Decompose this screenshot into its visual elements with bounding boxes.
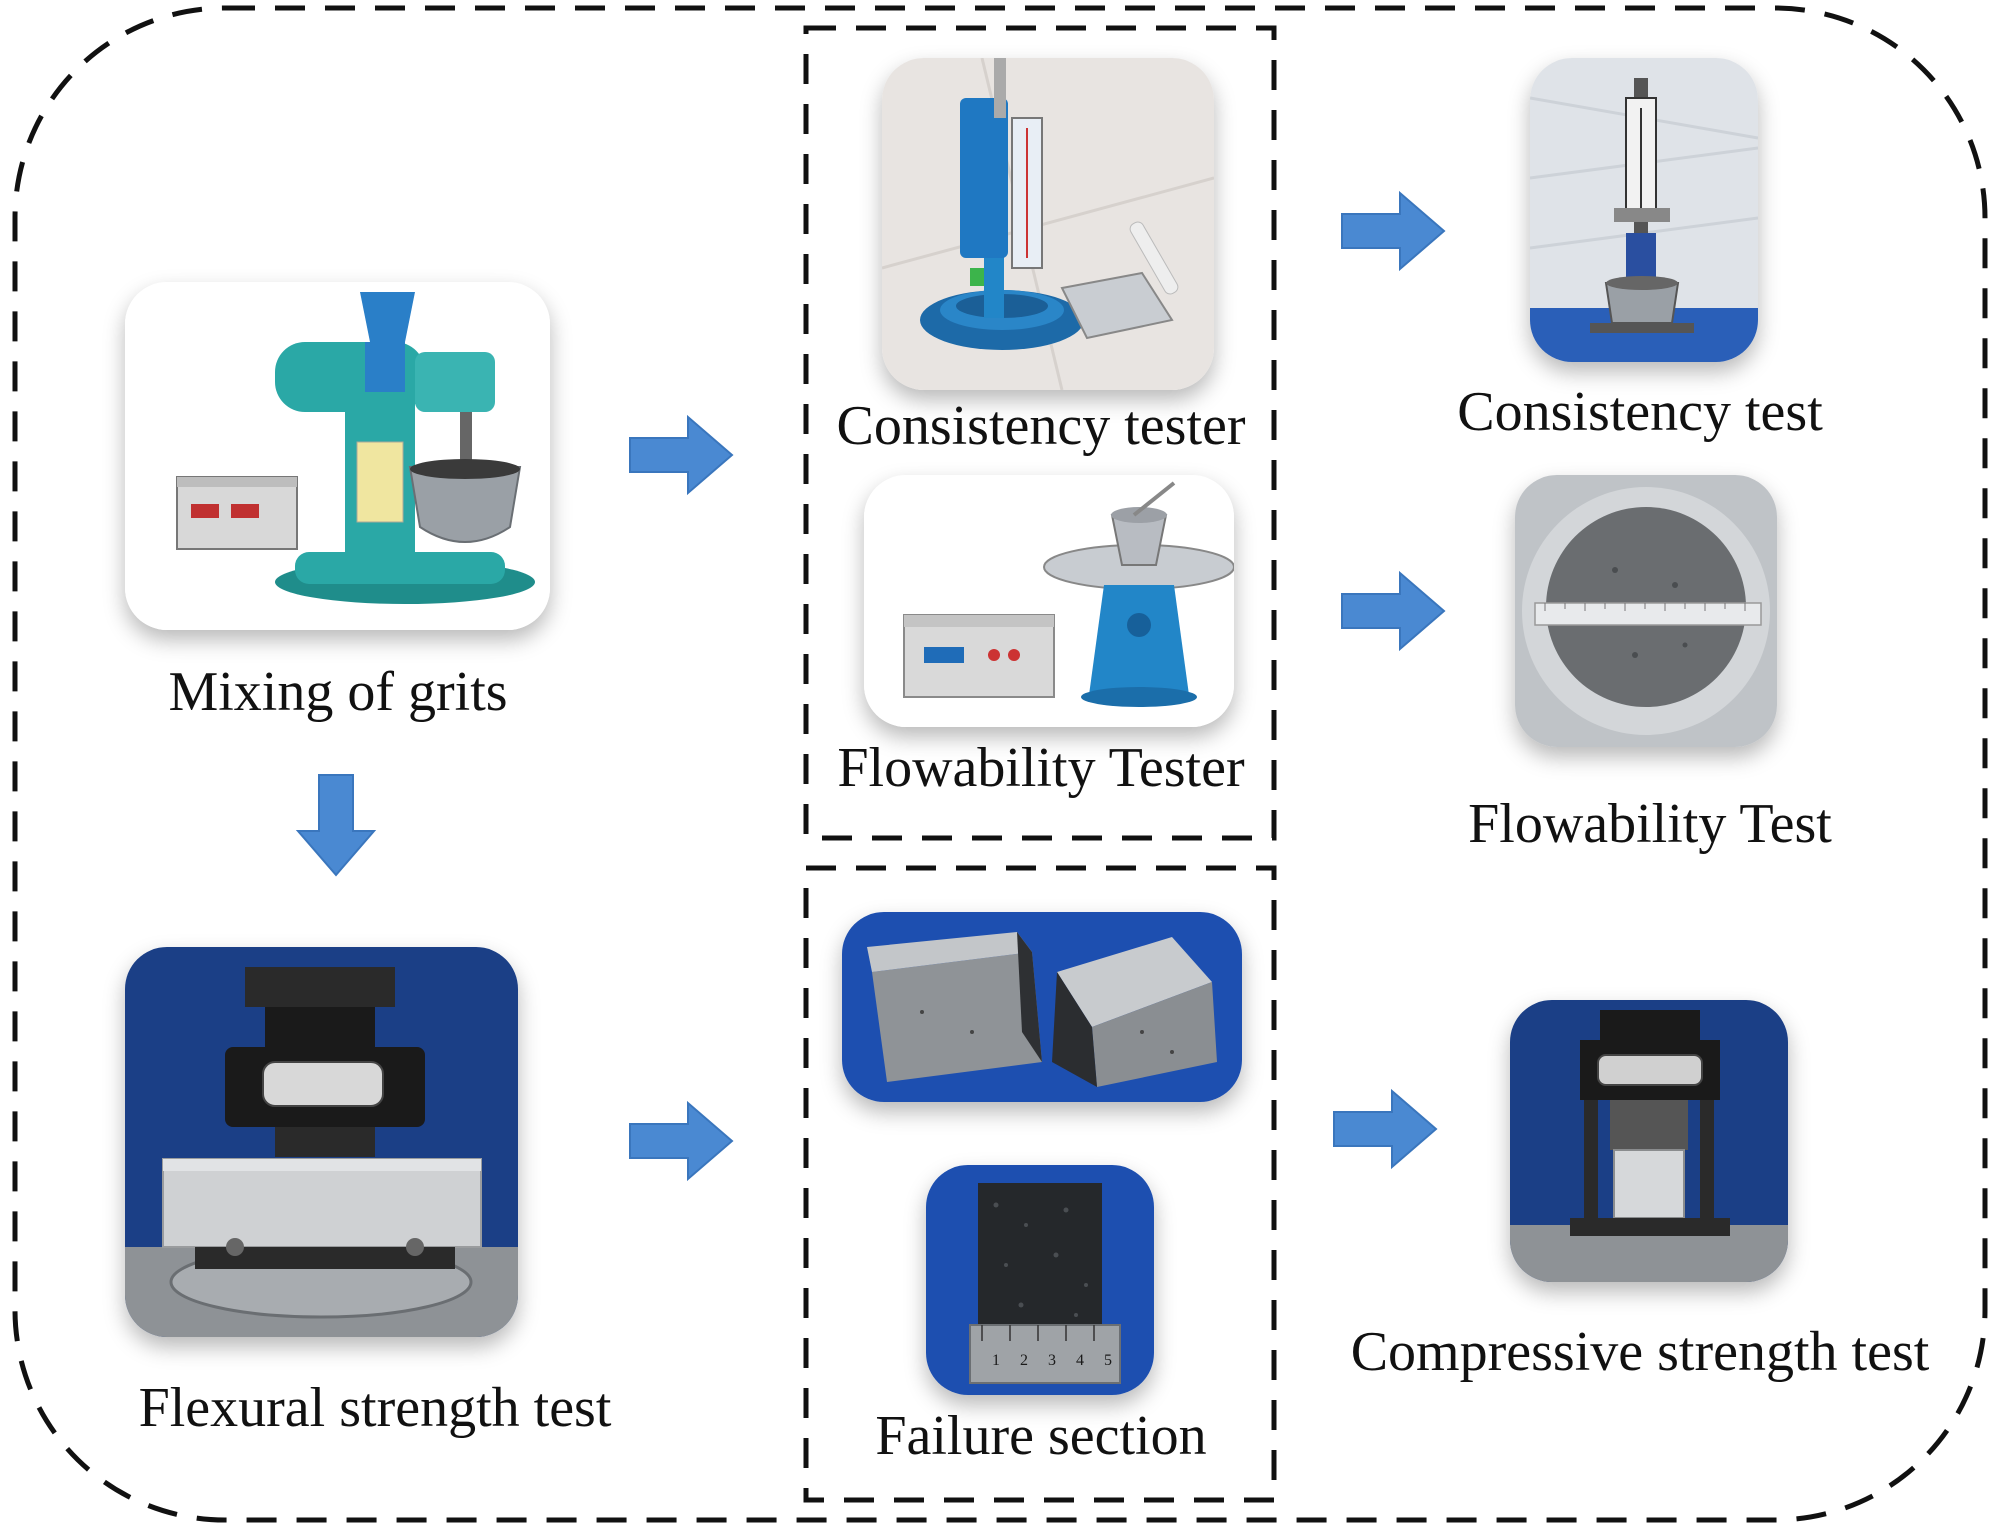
failure-cross-section-photo: 1 2 3 4 5 [926, 1165, 1154, 1395]
ruler-tick-2: 2 [1020, 1352, 1028, 1369]
label-failure-section: Failure section [875, 1405, 1207, 1467]
arrow-flowability [1341, 570, 1446, 652]
flexural-press-icon [125, 947, 518, 1337]
cross-section-icon: 1 2 3 4 5 [926, 1165, 1154, 1395]
flow-table-icon [864, 475, 1234, 727]
label-flexural-strength-test: Flexural strength test [138, 1377, 612, 1439]
mixer-photo [125, 282, 550, 630]
mortar-mixer-icon [125, 282, 550, 630]
arrow-failure-to-compressive [1333, 1088, 1438, 1170]
outer-dashed-frame [12, 5, 1988, 1523]
label-mixing-of-grits: Mixing of grits [168, 661, 508, 723]
label-consistency-tester: Consistency tester [836, 395, 1246, 457]
ruler-tick-labels: 1 2 3 4 5 [992, 1352, 1112, 1369]
arrow-mix-to-flexural [295, 774, 377, 877]
compression-press-icon [1510, 1000, 1788, 1282]
arrow-flexural-to-failure [629, 1100, 734, 1182]
broken-prism-icon [842, 912, 1242, 1102]
vicat-apparatus-icon [882, 58, 1214, 390]
flowability-test-photo [1515, 475, 1777, 747]
tester-group-frame [803, 25, 1277, 841]
label-flowability-test: Flowability Test [1468, 793, 1832, 855]
ruler-tick-3: 3 [1048, 1352, 1056, 1369]
ruler-tick-4: 4 [1076, 1352, 1084, 1369]
label-consistency-test: Consistency test [1457, 381, 1823, 443]
label-compressive-strength-test: Compressive strength test [1350, 1321, 1930, 1383]
mortar-spread-icon [1515, 475, 1777, 747]
vicat-test-icon [1530, 58, 1758, 362]
compressive-test-photo [1510, 1000, 1788, 1282]
ruler-tick-1: 1 [992, 1352, 1000, 1369]
consistency-tester-photo [882, 58, 1214, 390]
ruler-tick-5: 5 [1104, 1352, 1112, 1369]
broken-prism-photo [842, 912, 1242, 1102]
flexural-test-photo [125, 947, 518, 1337]
flowability-tester-photo [864, 475, 1234, 727]
consistency-test-photo [1530, 58, 1758, 362]
arrow-consistency [1341, 190, 1446, 272]
arrow-mix-to-testers [629, 414, 734, 496]
label-flowability-tester: Flowability Tester [837, 737, 1245, 799]
